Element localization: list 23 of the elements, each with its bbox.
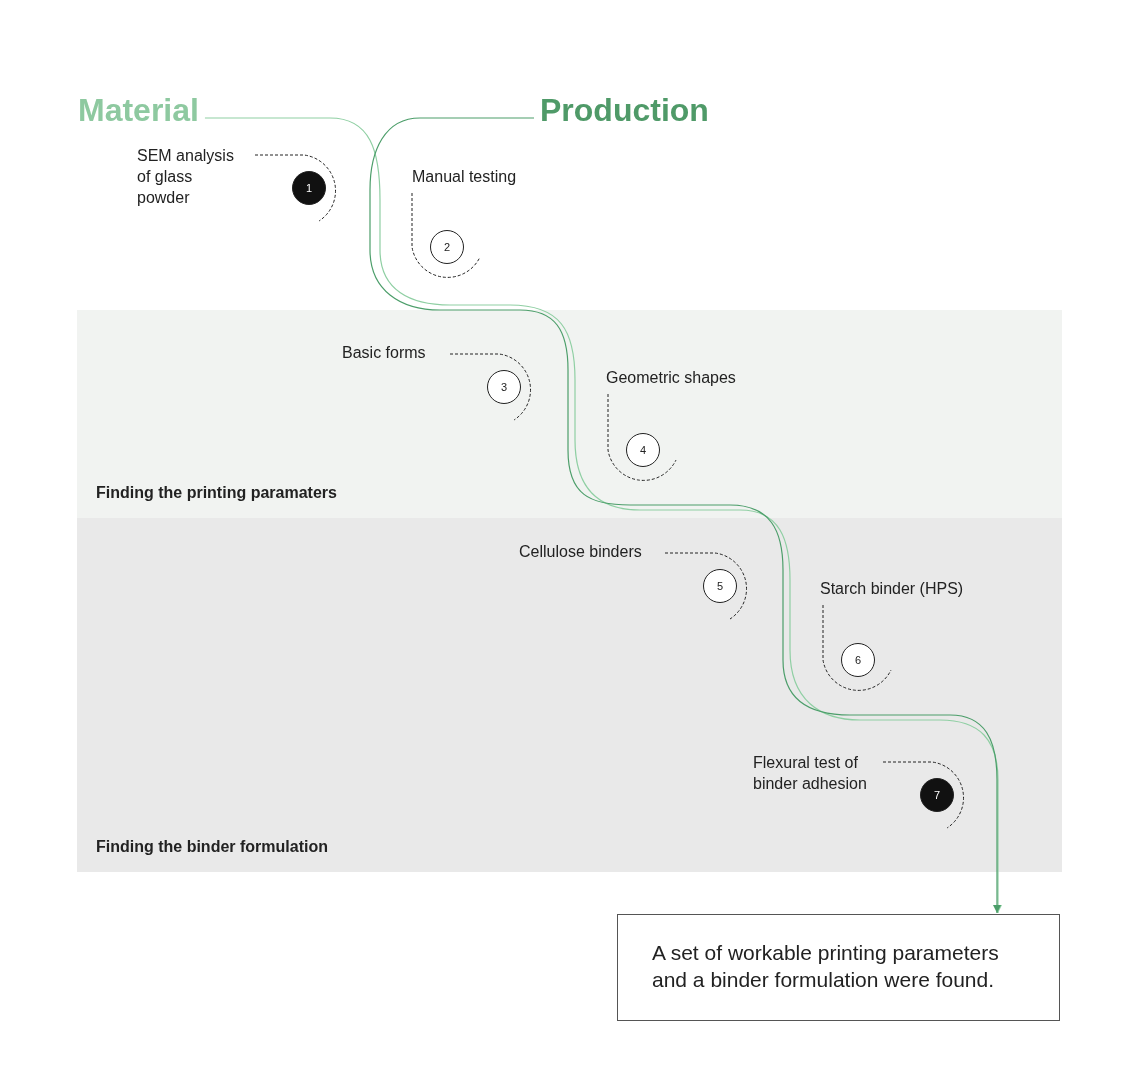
step-number: 5 [703,569,737,603]
heading-text: Material [78,90,199,130]
band-title: Finding the printing paramaters [96,484,337,502]
step-label: Basic forms [342,343,426,363]
step-number: 7 [920,778,954,812]
step-number: 6 [841,643,875,677]
flow-line [369,117,1002,914]
step-label: Manual testing [412,167,517,187]
step-label: Starch binder (HPS) [820,579,964,599]
step-number: 2 [430,230,464,264]
result-box: A set of workable printing parameters and a binder formulation were found. [617,914,1060,1021]
step-label: Geometric shapes [606,368,736,388]
step-number: 1 [292,171,326,205]
step-number: 4 [626,433,660,467]
heading-text: Production [540,90,709,130]
step-label: Cellulose binders [519,542,642,562]
phase-band [77,518,1062,872]
step-label: SEM analysis of glass powder [137,146,235,208]
phase-band [77,310,1062,518]
step-number: 3 [487,370,521,404]
flow-line [204,117,1003,914]
band-title: Finding the binder formulation [96,838,328,856]
step-label: Flexural test of binder adhesion [753,753,868,794]
